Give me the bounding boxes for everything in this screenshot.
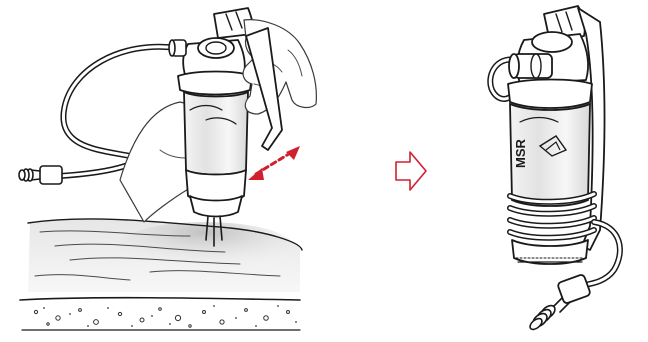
coiled-hose [507,191,597,241]
right-prefilter [529,274,591,331]
transition-arrow-icon [395,151,427,191]
ground-pebbles [19,296,301,331]
brand-mountain-logo [538,135,568,157]
brand-text: MSR [513,139,528,169]
pump-filter-body [168,7,254,247]
pump-motion-arrow [248,146,300,180]
right-panel-stowed-filter: MSR [487,5,623,331]
pumping-hand [242,19,317,151]
prefilter [18,165,63,185]
left-panel-pumping-scene [18,7,317,331]
water-surface [27,218,303,292]
outlet-nozzle [508,53,553,79]
